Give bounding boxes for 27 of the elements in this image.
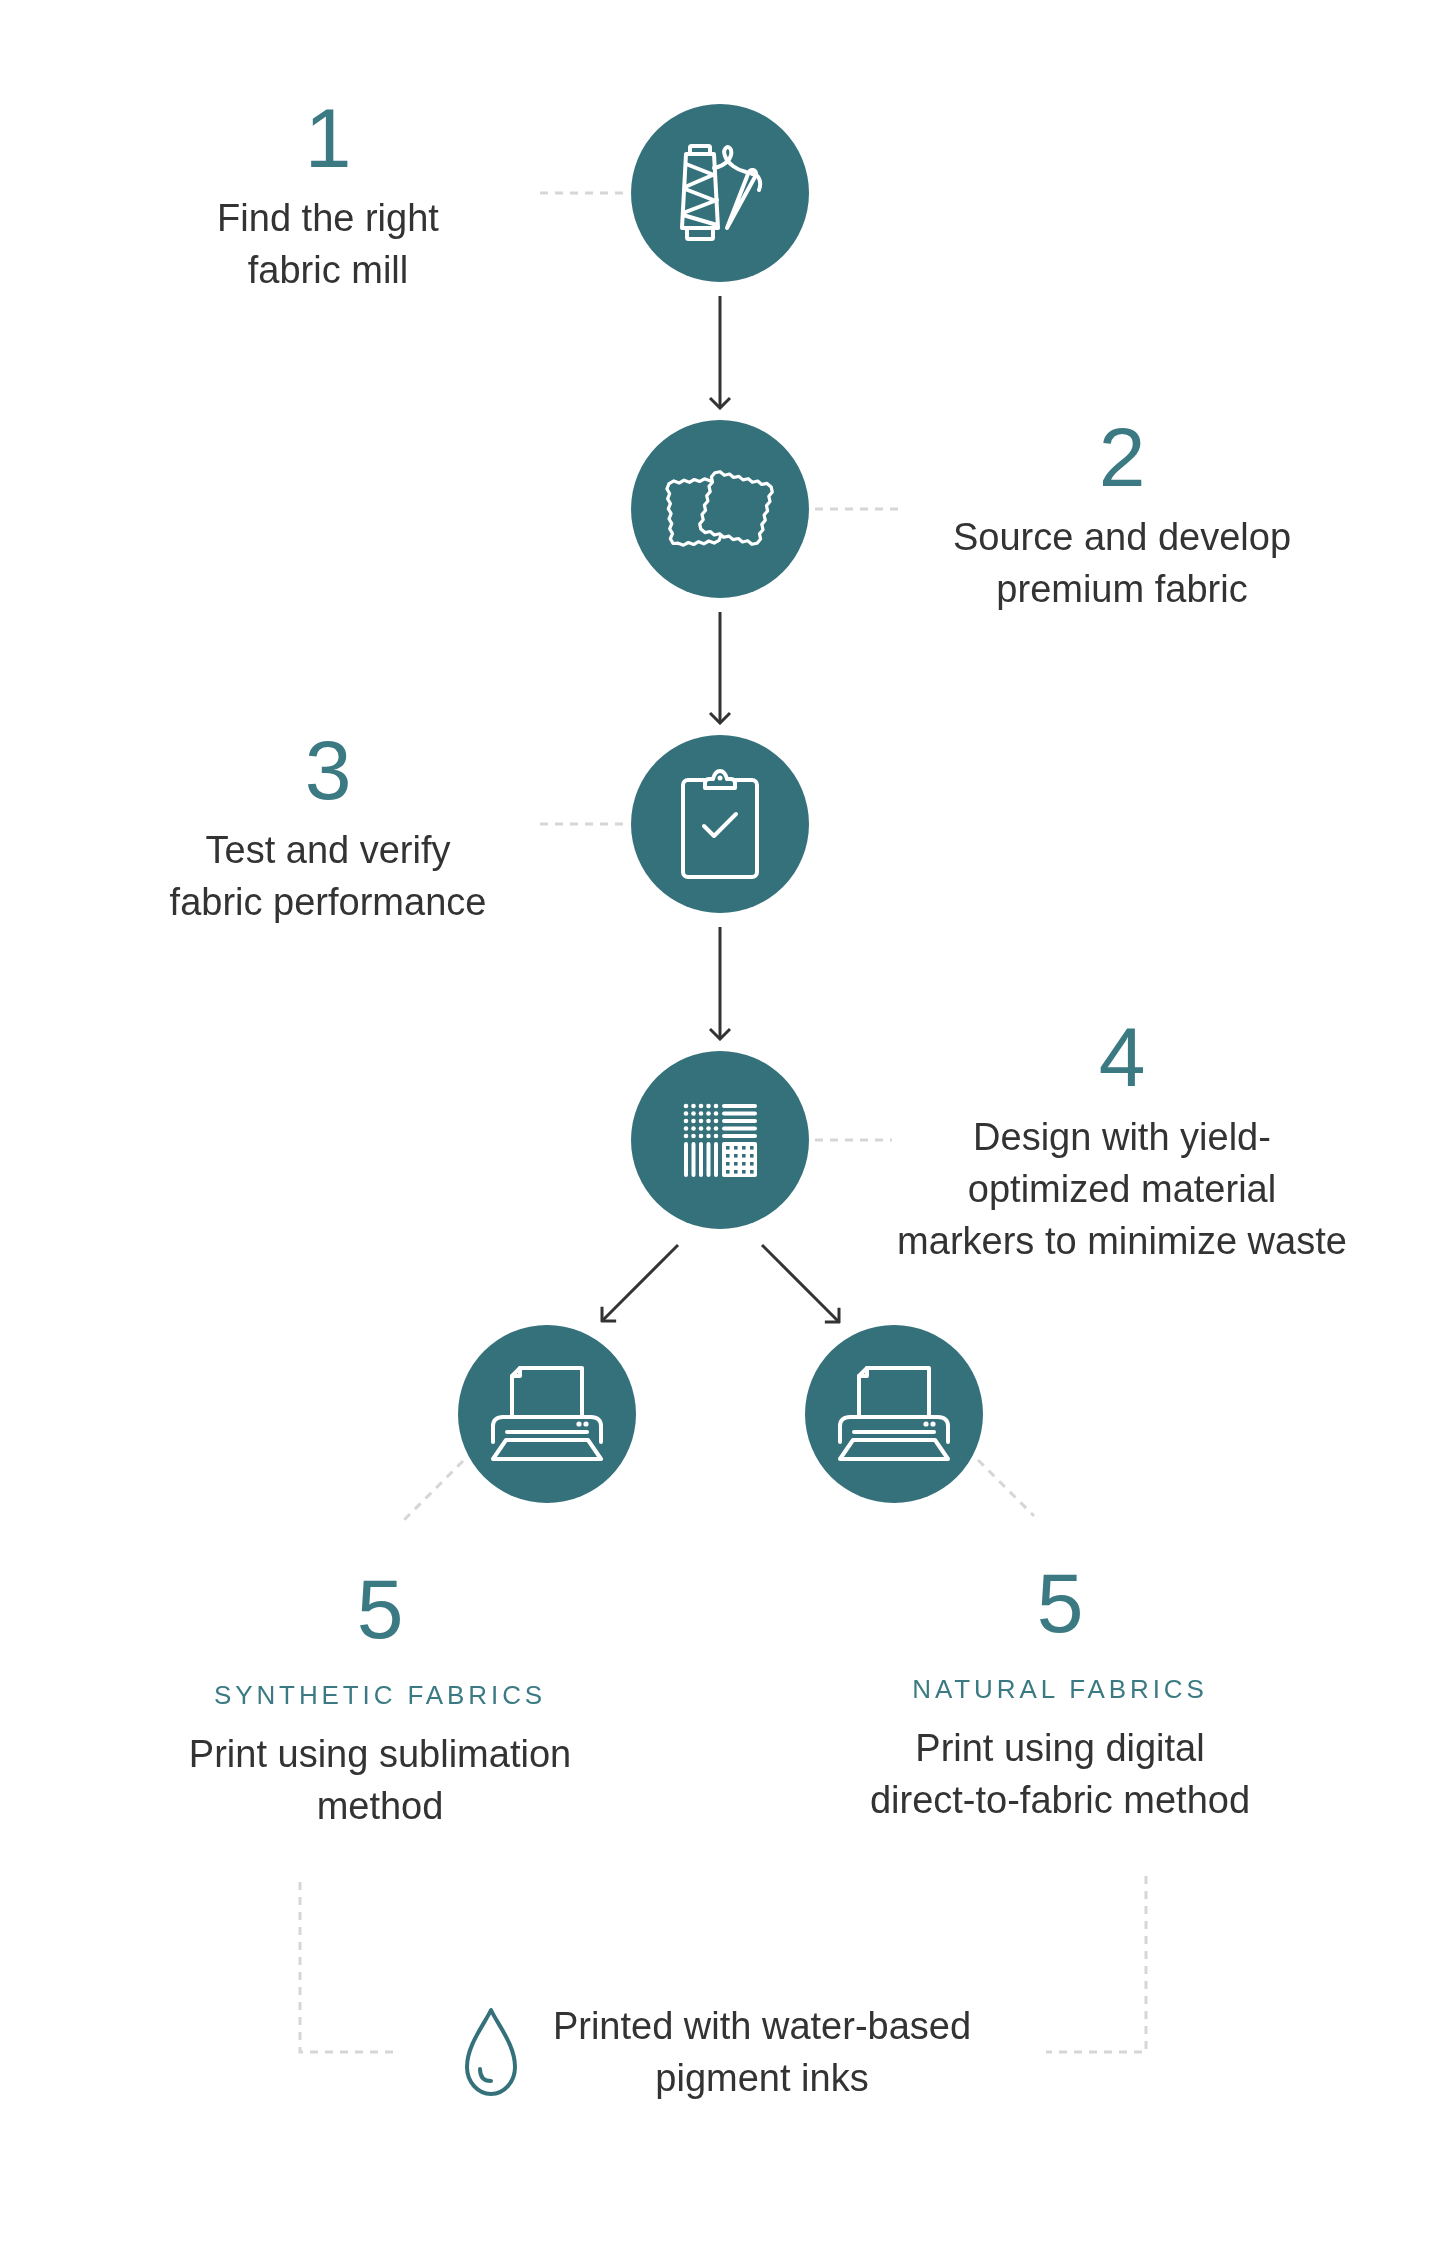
- step-description: Test and verify fabric performance: [168, 828, 488, 925]
- step-number: 1: [304, 96, 352, 180]
- dashed-connector: [976, 1458, 1036, 1518]
- step-description: Source and develop premium fabric: [952, 515, 1292, 612]
- step-number: 5: [1036, 1561, 1084, 1645]
- arrow: [708, 927, 732, 1041]
- arrow: [708, 296, 732, 410]
- step-number: 4: [1098, 1015, 1146, 1099]
- dashed-connector: [400, 1459, 465, 1524]
- dashed-connector: [815, 507, 900, 511]
- step-number: 5: [356, 1567, 404, 1651]
- arrow: [708, 612, 732, 725]
- step-number: 3: [304, 728, 352, 812]
- dashed-connector: [1046, 1876, 1148, 2054]
- arrow: [760, 1243, 841, 1324]
- step-description: Find the right fabric mill: [216, 196, 440, 293]
- note-text: Printed with water-based pigment inks: [551, 2004, 973, 2101]
- dashed-connector: [540, 191, 625, 195]
- category-heading: NATURAL FABRICS: [912, 1673, 1208, 1706]
- category-heading: SYNTHETIC FABRICS: [213, 1679, 547, 1712]
- arrow: [600, 1243, 680, 1323]
- step-description: Print using sublimation method: [187, 1732, 573, 1829]
- step-number: 2: [1098, 415, 1146, 499]
- dashed-connector: [815, 1138, 892, 1142]
- step-description: Design with yield-optimized material markers to minimize waste: [896, 1115, 1348, 1264]
- step-description: Print using digital direct-to-fabric method: [868, 1726, 1252, 1823]
- dashed-connector: [540, 822, 625, 826]
